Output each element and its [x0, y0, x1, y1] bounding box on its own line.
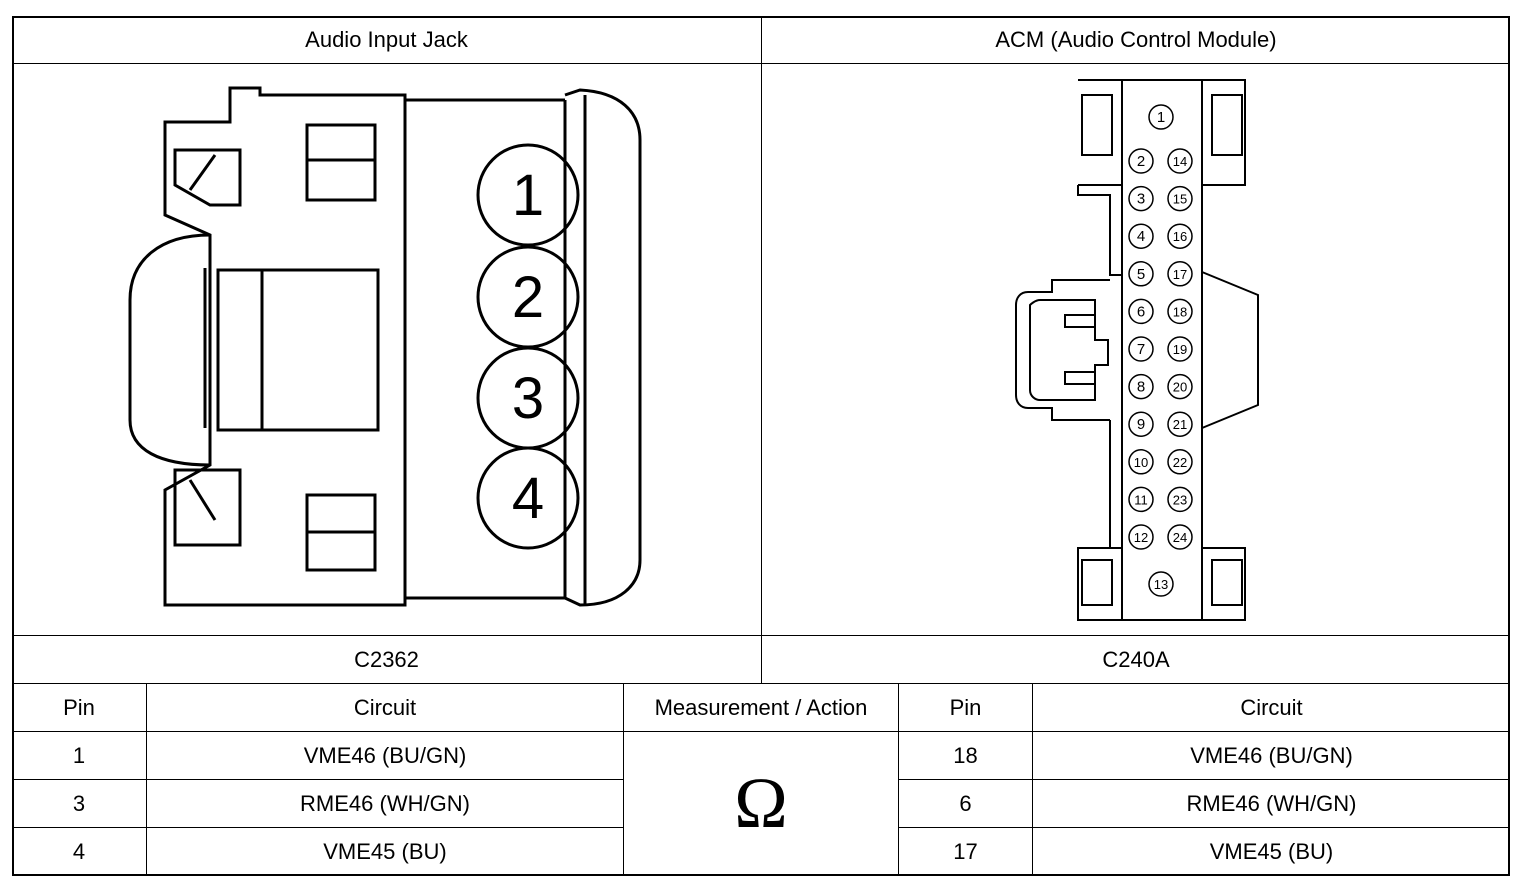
acm-pin-5-label: 5: [1137, 266, 1145, 283]
acm-pin-24-label: 24: [1173, 530, 1187, 545]
header-circuit-left: Circuit: [353, 694, 417, 720]
acm-pin-15-label: 15: [1173, 192, 1187, 207]
acm-pin-8-label: 8: [1137, 379, 1145, 396]
acm-pin-11-circle: [1128, 486, 1154, 513]
table-row-1-circuit-right: VME46 (BU/GN): [1190, 742, 1353, 768]
acm-pin-14-circle: [1167, 148, 1193, 174]
col-divider-1: [146, 683, 147, 876]
acm-pin-13-label: 13: [1154, 577, 1168, 592]
acm-pin-5-circle: [1128, 261, 1154, 287]
acm-pin-18-label: 18: [1173, 304, 1187, 319]
acm-pin-21-circle: [1167, 411, 1193, 437]
jack-pin-1-label: 1: [512, 163, 544, 228]
acm-pin-22-circle: [1167, 449, 1193, 475]
acm-pin-6-circle: [1128, 298, 1154, 325]
acm-pin-13-circle: [1148, 571, 1174, 597]
acm-pin-17-label: 17: [1173, 267, 1187, 282]
jack-pin-3-label: 3: [512, 366, 544, 431]
acm-pin-17-circle: [1167, 261, 1193, 287]
acm-pin-22-label: 22: [1173, 455, 1187, 470]
acm-pin-4-circle: [1128, 223, 1154, 249]
acm-pin-14-label: 14: [1173, 154, 1187, 169]
table-row-2-circuit-left: RME46 (WH/GN): [300, 790, 470, 816]
center-divider: [761, 16, 762, 683]
header-circuit-right: Circuit: [1240, 694, 1303, 720]
acm-pin-11-label: 11: [1134, 492, 1148, 507]
acm-pin-10-circle: [1128, 449, 1154, 475]
audio-input-jack-connector-drawing: 1 2 3 4: [128, 86, 642, 607]
row-divider-left-1: [12, 779, 623, 780]
table-row-3-pin-right: 17: [953, 838, 978, 864]
table-row-2-circuit-right: RME46 (WH/GN): [1186, 790, 1357, 816]
col-divider-2: [623, 683, 624, 876]
acm-pin-19-circle: [1167, 336, 1193, 362]
acm-connector-id: C240A: [1102, 646, 1170, 672]
acm-pin-23-circle: [1167, 486, 1193, 513]
acm-pin-24-circle: [1167, 524, 1193, 550]
acm-pin-9-circle: [1128, 411, 1154, 437]
table-row-1-circuit-left: VME46 (BU/GN): [303, 742, 467, 768]
acm-pin-1-label: 1: [1157, 109, 1165, 126]
acm-pin-3-label: 3: [1137, 191, 1145, 208]
acm-pin-6-label: 6: [1137, 303, 1145, 320]
col-divider-3: [898, 683, 899, 876]
jack-pin-2-label: 2: [512, 265, 544, 330]
table-header-divider: [12, 731, 1510, 732]
table-row-3-circuit-right: VME45 (BU): [1209, 838, 1334, 864]
acm-pin-10-label: 10: [1134, 455, 1148, 470]
acm-title: ACM (Audio Control Module): [995, 27, 1277, 52]
row-divider-right-2: [898, 827, 1510, 828]
acm-pin-2-circle: [1128, 148, 1154, 174]
ohm-symbol: Ω: [734, 763, 788, 843]
acm-pin-12-circle: [1128, 524, 1154, 550]
table-row-2-pin-left: 3: [72, 790, 86, 816]
acm-pin-16-circle: [1167, 223, 1193, 249]
acm-pin-18-circle: [1167, 298, 1193, 325]
acm-pin-20-circle: [1167, 373, 1193, 400]
acm-pin-15-circle: [1167, 185, 1193, 212]
acm-pin-8-circle: [1128, 373, 1154, 400]
acm-pin-7-label: 7: [1137, 341, 1145, 358]
header-pin-left: Pin: [63, 694, 95, 720]
table-row-3-pin-left: 4: [72, 838, 86, 864]
header-measurement: Measurement / Action: [654, 694, 868, 720]
connector-id-divider: [12, 683, 1510, 684]
acm-pin-7-circle: [1128, 336, 1154, 362]
acm-pin-3-circle: [1128, 185, 1154, 212]
header-pin-right: Pin: [949, 694, 982, 720]
acm-pin-23-label: 23: [1173, 492, 1187, 507]
acm-pin-19-label: 19: [1173, 342, 1187, 357]
acm-pin-21-label: 21: [1173, 417, 1187, 432]
acm-pin-12-label: 12: [1134, 530, 1148, 545]
jack-pin-4-label: 4: [512, 466, 544, 531]
acm-pin-4-label: 4: [1137, 228, 1145, 245]
row-divider-right-1: [898, 779, 1510, 780]
col-divider-4: [1032, 683, 1033, 876]
table-row-1-pin-left: 1: [72, 742, 86, 768]
acm-pin-1-circle: [1148, 104, 1174, 130]
acm-pin-16-label: 16: [1173, 229, 1187, 244]
table-row-2-pin-right: 6: [959, 790, 972, 816]
acm-pin-2-label: 2: [1137, 153, 1145, 170]
row-divider-left-2: [12, 827, 623, 828]
jack-connector-id: C2362: [354, 646, 419, 672]
acm-pin-20-label: 20: [1173, 380, 1187, 395]
acm-pin-9-label: 9: [1137, 416, 1145, 433]
audio-input-jack-title: Audio Input Jack: [305, 27, 468, 52]
table-row-3-circuit-left: VME45 (BU): [323, 838, 447, 864]
table-row-1-pin-right: 18: [953, 742, 978, 768]
